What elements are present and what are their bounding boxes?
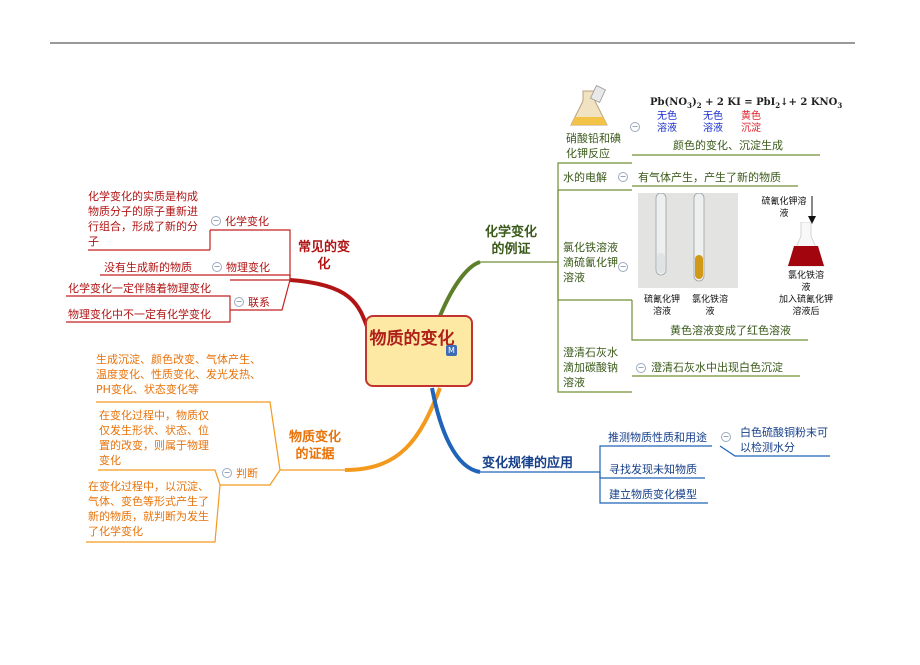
ex3-detail: 黄色溶液变成了红色溶液 xyxy=(670,324,791,337)
chem-change-detail: 化学变化的实质是构成物质分子的原子重新进行组合，形成了新的分子 xyxy=(88,190,198,248)
topic-find-unknown[interactable]: 寻找发现未知物质 xyxy=(609,463,697,476)
collapse-ex1-icon[interactable]: − xyxy=(630,122,640,132)
topic-ferric-chloride[interactable]: 氯化铁溶液滴硫氰化钾溶液 xyxy=(563,241,618,284)
line-ex2 xyxy=(557,189,632,262)
collapse-phys-icon[interactable]: − xyxy=(212,262,222,272)
line-chem xyxy=(210,229,291,280)
relation-detail-1: 化学变化一定伴随着物理变化 xyxy=(68,282,211,295)
underline-judge-1 xyxy=(98,469,221,486)
connector-examples xyxy=(438,260,481,317)
line-link xyxy=(230,279,291,311)
topic-infer-properties[interactable]: 推测物质性质和用途 xyxy=(608,431,707,444)
collapse-judge-icon[interactable]: − xyxy=(222,468,232,478)
topic-physical-change[interactable]: 物理变化 xyxy=(226,261,270,274)
underline-judge-2 xyxy=(86,484,221,543)
topic-chemical-change[interactable]: 化学变化 xyxy=(225,215,269,228)
topic-relation[interactable]: 联系 xyxy=(248,296,270,309)
eq-label-1: 无色 溶液 xyxy=(657,111,677,134)
branch-application-title[interactable]: 变化规律的应用 xyxy=(482,456,574,471)
collapse-chem-icon[interactable]: − xyxy=(211,216,221,226)
collapse-ex3-icon[interactable]: − xyxy=(618,262,628,272)
line-app3 xyxy=(599,472,708,504)
topic-electrolysis[interactable]: 水的电解 xyxy=(563,171,607,184)
eq-label-2: 无色 溶液 xyxy=(703,111,723,134)
line-ex4 xyxy=(557,262,632,393)
underline-link-1 xyxy=(66,295,231,310)
reagent-label: 硫氰化钾溶液 xyxy=(761,197,807,219)
line-phys xyxy=(200,274,291,280)
underline-app1-detail xyxy=(719,445,830,457)
phys-change-detail: 没有生成新的物质 xyxy=(104,261,192,274)
flask-icon xyxy=(787,222,825,267)
map-marker-icon: M xyxy=(446,345,457,356)
connector-application xyxy=(430,387,481,474)
topic-lime-water[interactable]: 澄清石灰水滴加碳酸钠溶液 xyxy=(563,346,618,389)
test-tubes-photo xyxy=(638,192,738,288)
beaker-illustration xyxy=(570,85,608,126)
flask-label-2: 加入硫氰化钾溶液后 xyxy=(778,295,833,317)
topic-judge[interactable]: 判断 xyxy=(236,467,258,480)
app1-detail: 白色硫酸铜粉末可以检测水分 xyxy=(740,426,828,454)
ex2-detail: 有气体产生，产生了新的物质 xyxy=(638,171,781,184)
topic-build-model[interactable]: 建立物质变化模型 xyxy=(609,488,697,501)
judge-chemical: 在变化过程中，以沉淀、气体、变色等形式产生了新的物质，就判断为发生了化学变化 xyxy=(88,480,209,538)
branch-examples-title[interactable]: 化学变化的例证 xyxy=(484,225,537,257)
central-topic[interactable]: 物质的变化 M xyxy=(365,315,473,387)
branch-evidence-title[interactable]: 物质变化的证据 xyxy=(288,430,341,462)
connector-evidence xyxy=(344,387,442,472)
tube2-label: 氯化铁溶液 xyxy=(691,295,728,317)
underline-link-2 xyxy=(66,310,231,323)
topic-lead-iodide[interactable]: 硝酸铅和碘化钾反应 xyxy=(566,132,621,160)
connector-common xyxy=(289,278,374,341)
relation-detail-2: 物理变化中不一定有化学变化 xyxy=(68,308,211,321)
collapse-ex4-icon[interactable]: − xyxy=(636,363,646,373)
branch-common-title[interactable]: 常见的变化 xyxy=(298,240,351,272)
central-topic-title: 物质的变化 xyxy=(369,329,455,349)
flask-label: 氯化铁溶液 xyxy=(787,271,824,293)
test-tubes-drawing xyxy=(655,192,705,282)
line-judge xyxy=(220,469,281,486)
ex4-detail: 澄清石灰水中出现白色沉淀 xyxy=(651,361,783,374)
judge-physical: 在变化过程中，物质仅仅发生形状、状态、位置的改变，则属于物理变化 xyxy=(99,409,209,467)
collapse-app1-icon[interactable]: − xyxy=(721,432,731,442)
collapse-ex2-icon[interactable]: − xyxy=(618,172,628,182)
evidence-list: 生成沉淀、颜色改变、气体产生、温度变化、性质变化、发光发热、PH变化、状态变化等 xyxy=(96,353,261,396)
ex1-detail: 颜色的变化、沉淀生成 xyxy=(673,139,783,152)
underline-ex3 xyxy=(631,300,808,341)
collapse-relation-icon[interactable]: − xyxy=(234,297,244,307)
drop-arrow-icon xyxy=(808,196,816,224)
tube1-label: 硫氰化钾溶液 xyxy=(643,295,680,317)
eq-label-3: 黄色 沉淀 xyxy=(741,111,761,134)
underline-evidence-top xyxy=(96,401,281,471)
line-app1 xyxy=(599,445,712,472)
chemical-equation: Pb(NO3)2 + 2 KI = PbI2↓+ 2 KNO3 xyxy=(650,97,843,110)
